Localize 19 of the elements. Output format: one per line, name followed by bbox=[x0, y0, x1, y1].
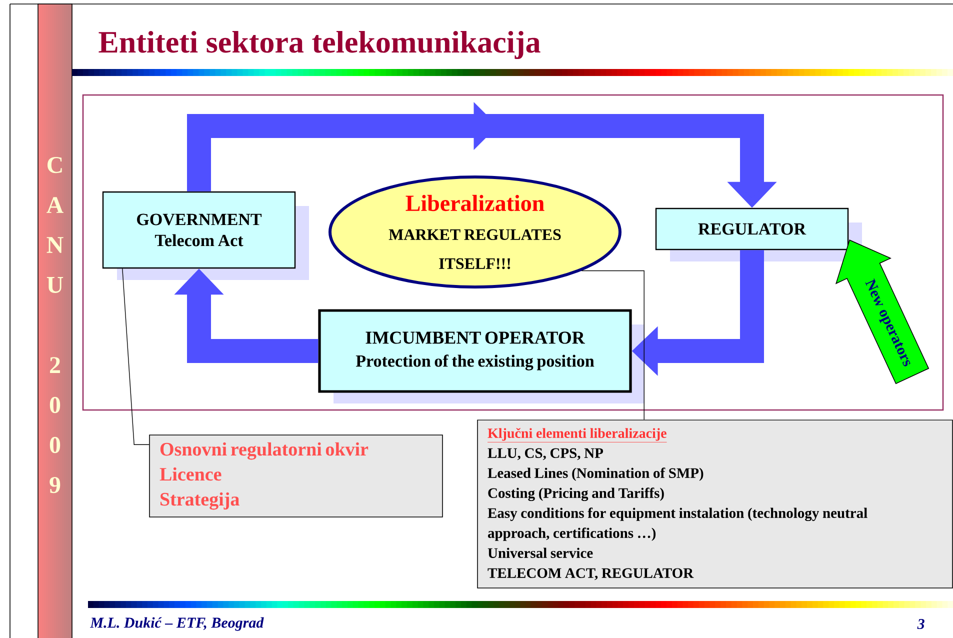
sidebar-letter: 9 bbox=[50, 476, 60, 494]
leader-line bbox=[122, 268, 150, 445]
sidebar-letter: 0 bbox=[50, 396, 60, 414]
sidebar-letter: U bbox=[46, 277, 64, 293]
page-number: 3 bbox=[917, 618, 924, 630]
slide-title: Entiteti sektora telekomunikacija bbox=[98, 30, 540, 60]
sidebar-letter: 0 bbox=[50, 436, 60, 454]
entity-box: REGULATOR bbox=[655, 208, 862, 262]
leader-line bbox=[581, 270, 644, 420]
entity-box: IMCUMBENT OPERATOR Protection of the existing position bbox=[318, 309, 644, 404]
sidebar-letter: N bbox=[46, 237, 64, 253]
oval-callout: Liberalization MARKET REGULATES ITSELF!!! bbox=[328, 176, 622, 288]
sidebar-letter: C bbox=[48, 156, 62, 174]
sidebar-letter: 2 bbox=[50, 357, 60, 373]
note-box: Osnovni regulatorni okvir Licence Strategija bbox=[149, 434, 443, 518]
sidebar-letter: A bbox=[46, 197, 64, 213]
entity-box: GOVERNMENT Telecom Act bbox=[102, 191, 309, 280]
note-box: Ključni elementi liberalizacije LLU, CS, CPS, NP Leased Lines (Nomination of SMP) Costing (Pricing and Tariffs) Easy conditions for equipment instalation (technology neutral approach, certifications …) Universal service TELECOM ACT, REGULATOR bbox=[477, 420, 953, 588]
footer-text: M.L. Dukić – ETF, Beograd bbox=[90, 617, 264, 631]
